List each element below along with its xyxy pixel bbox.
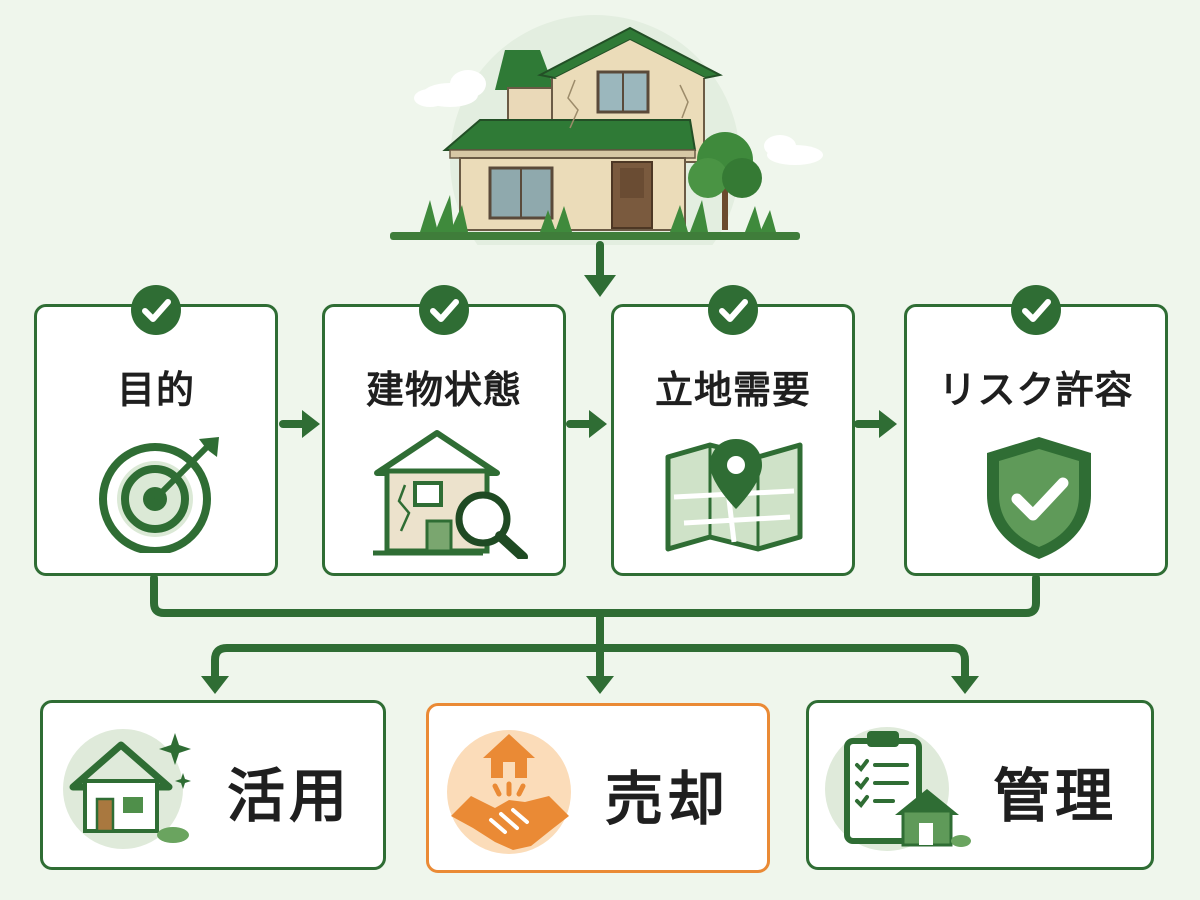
clipboard-house-icon xyxy=(825,727,971,851)
outcome-card-management: 管理 xyxy=(806,700,1154,870)
check-badge-icon xyxy=(1011,285,1061,335)
check-badge-icon xyxy=(131,285,181,335)
outcome-card-utilization: 活用 xyxy=(40,700,386,870)
house-sparkle-icon xyxy=(63,729,191,849)
check-badge-icon xyxy=(419,285,469,335)
step-card-purpose: 目的 xyxy=(34,304,278,576)
step-label: リスク許容 xyxy=(938,368,1134,412)
map-pin-icon xyxy=(665,439,803,552)
check-badge-icon xyxy=(708,285,758,335)
outcome-card-sale: 売却 xyxy=(426,703,770,873)
target-icon xyxy=(99,437,219,553)
step-card-risk-tolerance: リスク許容 xyxy=(904,304,1168,576)
house-illustration xyxy=(390,15,823,245)
cloud-icon xyxy=(414,70,486,107)
outcome-label: 活用 xyxy=(227,762,352,830)
step-label: 目的 xyxy=(116,368,195,412)
outcome-label: 売却 xyxy=(605,765,730,833)
outcome-label: 管理 xyxy=(993,762,1118,830)
house-inspection-icon xyxy=(373,430,528,559)
step-label: 建物状態 xyxy=(365,368,522,412)
shield-check-icon xyxy=(987,437,1091,559)
step-label: 立地需要 xyxy=(654,368,811,412)
handshake-house-icon xyxy=(447,730,571,854)
step-card-location-demand: 立地需要 xyxy=(611,304,855,576)
step-card-building-condition: 建物状態 xyxy=(322,304,566,576)
